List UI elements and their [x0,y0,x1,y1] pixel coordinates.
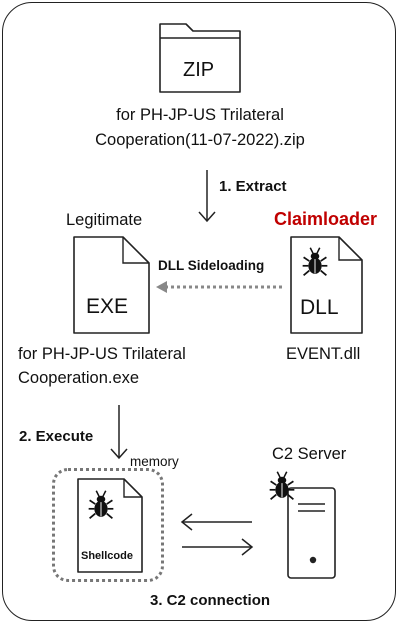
exe-label: EXE [86,295,129,318]
c2-step-label: 3. C2 connection [150,592,271,609]
zip-label: ZIP [183,59,215,81]
sideloading-arrow [156,281,282,293]
extract-arrow [198,170,216,223]
c2-server-label: C2 Server [272,445,347,463]
sideloading-label: DLL Sideloading [158,258,265,273]
exe-file-icon [73,236,150,334]
zip-filename-line2: Cooperation(11-07-2022).zip [95,131,305,149]
shellcode-label: Shellcode [81,550,133,562]
execute-arrow [110,405,128,460]
dll-filename: EVENT.dll [286,345,361,363]
diagram-frame [2,2,396,621]
exe-filename-line1: for PH-JP-US Trilateral [18,345,186,363]
dll-label: DLL [300,296,339,319]
exe-filename-line2: Cooperation.exe [18,369,140,387]
memory-label: memory [130,454,179,469]
extract-step-label: 1. Extract [219,178,287,195]
zip-filename-line1: for PH-JP-US Trilateral [116,106,284,124]
execute-step-label: 2. Execute [19,428,94,445]
c2-connection-arrows [180,513,254,556]
folder-icon [159,23,241,93]
dll-caption: Claimloader [274,209,378,229]
memory-region [52,468,164,582]
exe-caption: Legitimate [66,211,143,229]
server-icon [287,487,336,579]
